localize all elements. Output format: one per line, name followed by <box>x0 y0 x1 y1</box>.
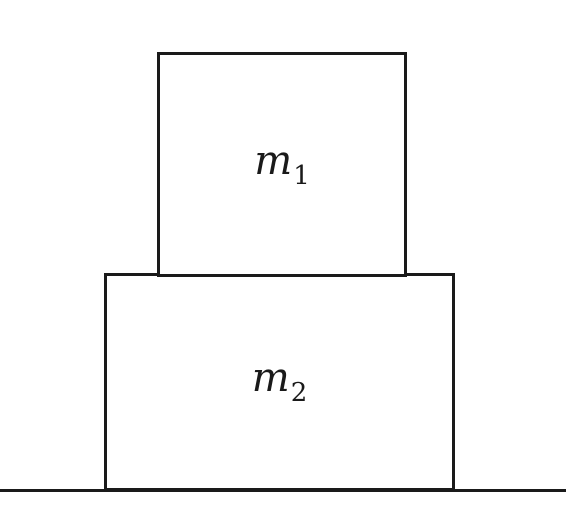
mass-subscript: 2 <box>290 378 308 408</box>
mass-label-m2: m2 <box>252 358 307 406</box>
block-m1: m1 <box>157 52 407 277</box>
ground-line <box>0 489 566 492</box>
mass-symbol: m <box>254 137 293 184</box>
block-m2: m2 <box>104 273 455 491</box>
mass-label-m1: m1 <box>254 141 309 189</box>
mass-symbol: m <box>251 355 290 401</box>
mass-subscript: 1 <box>293 160 310 191</box>
